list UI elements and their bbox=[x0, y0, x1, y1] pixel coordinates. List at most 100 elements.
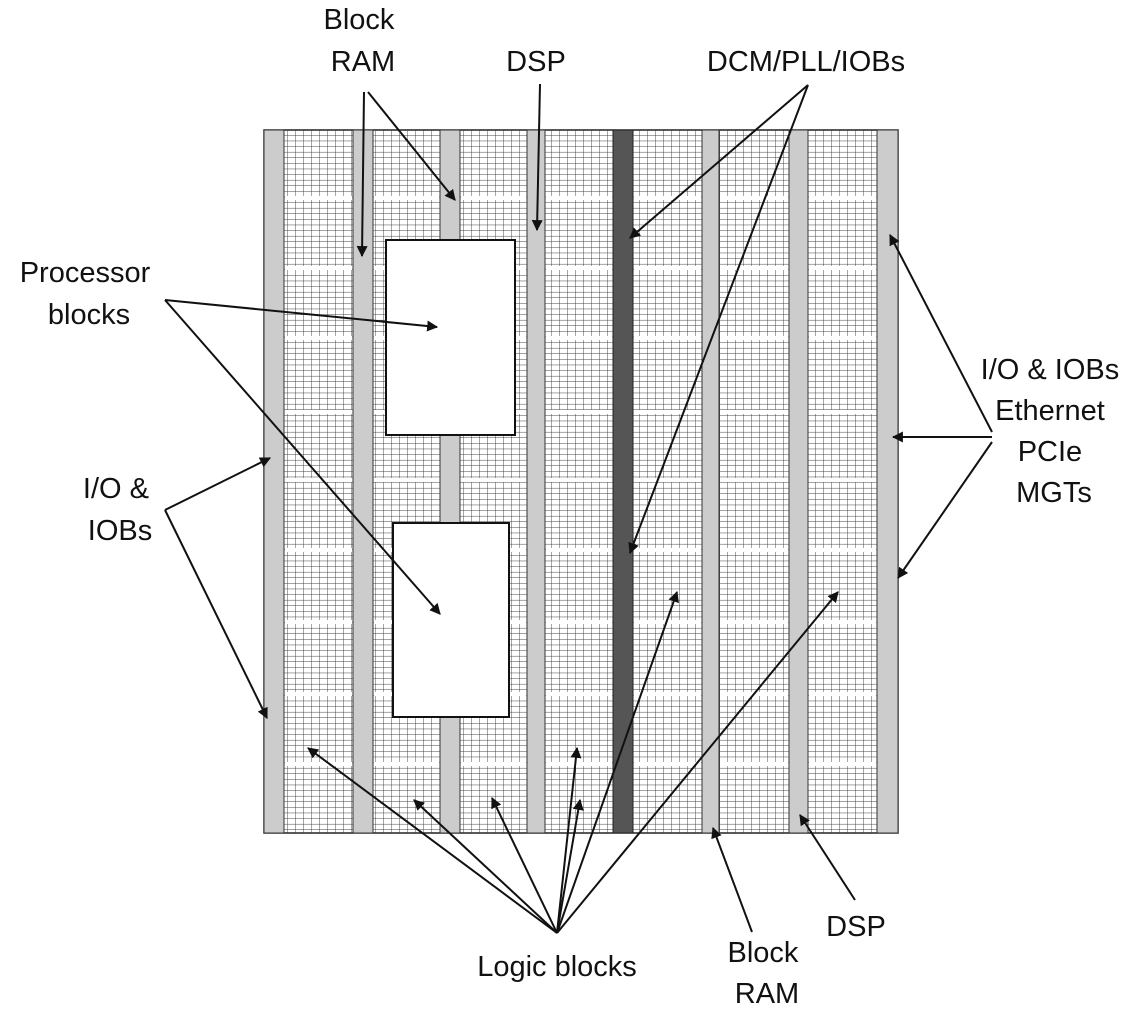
tile-gap bbox=[546, 762, 612, 766]
arrow-logic-to-tile-4 bbox=[556, 746, 582, 934]
label-io-iobs-left-line-2: IOBs bbox=[88, 515, 152, 547]
tile-gap bbox=[634, 762, 701, 766]
label-block-ram-top-line-1: Block bbox=[324, 4, 395, 36]
processor-block-2 bbox=[392, 522, 510, 718]
tile-gap bbox=[546, 196, 612, 200]
tile-gap bbox=[634, 266, 701, 270]
tile-gap bbox=[285, 266, 352, 270]
tile-gap bbox=[461, 196, 526, 200]
block-ram-column-3 bbox=[701, 129, 720, 834]
label-io-iobs-left-line-1: I/O & bbox=[83, 473, 149, 505]
tile-gap bbox=[809, 620, 876, 624]
arrow-block-ram-to-column-1 bbox=[356, 91, 368, 258]
tile-gap bbox=[720, 478, 788, 482]
tile-gap bbox=[285, 478, 352, 482]
arrow-io-right-bottom bbox=[897, 441, 993, 579]
label-logic-blocks: Logic blocks bbox=[477, 951, 637, 983]
tile-gap bbox=[809, 336, 876, 340]
tile-gap bbox=[461, 762, 526, 766]
label-io-iobs-left: I/O & IOBs bbox=[83, 473, 157, 547]
tile-gap bbox=[720, 762, 788, 766]
tile-gap bbox=[809, 266, 876, 270]
arrow-dsp-bottom bbox=[799, 814, 856, 901]
label-processor-blocks-line-1: Processor bbox=[20, 257, 151, 289]
label-dsp-bottom: DSP bbox=[826, 911, 886, 943]
tile-gap bbox=[720, 196, 788, 200]
label-dsp-top: DSP bbox=[506, 46, 566, 78]
tile-gap bbox=[285, 336, 352, 340]
callout-arrows bbox=[164, 83, 993, 934]
tile-gap bbox=[285, 196, 352, 200]
tile-gap bbox=[720, 548, 788, 552]
tile-gap bbox=[809, 196, 876, 200]
tile-gap bbox=[546, 266, 612, 270]
tile-gap bbox=[809, 762, 876, 766]
io-column-right bbox=[876, 129, 899, 834]
label-io-iobs-right-line-3: PCIe bbox=[1018, 436, 1082, 468]
tile-gap bbox=[720, 266, 788, 270]
tile-gap bbox=[720, 336, 788, 340]
tile-gap bbox=[461, 478, 526, 482]
arrow-logic-to-tile-6 bbox=[556, 590, 679, 934]
tile-gap bbox=[546, 692, 612, 696]
label-dcm-pll-iobs: DCM/PLL/IOBs bbox=[707, 46, 905, 78]
tile-gap bbox=[634, 336, 701, 340]
tile-gap bbox=[374, 762, 439, 766]
dsp-column-1 bbox=[526, 129, 546, 834]
tile-gap bbox=[546, 620, 612, 624]
tile-gap bbox=[285, 692, 352, 696]
arrow-io-right-top bbox=[889, 234, 993, 433]
arrow-logic-to-tile-5 bbox=[556, 798, 584, 934]
arrow-logic-to-tile-3 bbox=[491, 797, 558, 934]
tile-gap bbox=[634, 548, 701, 552]
label-io-iobs-right-line-2: Ethernet bbox=[995, 395, 1105, 427]
block-ram-column-2 bbox=[439, 129, 461, 834]
arrow-dsp-top bbox=[531, 83, 543, 232]
arrow-logic-to-tile-7 bbox=[556, 591, 839, 934]
tile-gap bbox=[285, 410, 352, 414]
arrow-dcm-to-lower-column bbox=[628, 84, 809, 555]
tile-gap bbox=[285, 620, 352, 624]
tile-gap bbox=[720, 410, 788, 414]
arrow-processor-to-block-1 bbox=[164, 299, 439, 332]
label-processor-blocks-line-2: blocks bbox=[48, 299, 130, 331]
label-processor-blocks: Processor blocks bbox=[20, 257, 159, 331]
diagram-labels: Block RAM DSP DCM/PLL/IOBs Processor blo… bbox=[20, 4, 1128, 1010]
io-column-left bbox=[263, 129, 285, 834]
label-block-ram-bottom: Block RAM bbox=[728, 937, 807, 1010]
dcm-pll-clock-column bbox=[612, 129, 634, 834]
tile-gap bbox=[374, 478, 439, 482]
arrow-logic-to-tile-1 bbox=[307, 747, 558, 934]
tile-gap bbox=[634, 692, 701, 696]
tile-gap bbox=[809, 692, 876, 696]
tile-gap bbox=[546, 478, 612, 482]
tile-gap bbox=[809, 410, 876, 414]
dsp-column-2 bbox=[788, 129, 809, 834]
resource-columns bbox=[263, 129, 899, 834]
arrow-processor-to-block-2 bbox=[164, 299, 441, 615]
tile-gap bbox=[546, 410, 612, 414]
arrow-io-left-upper bbox=[164, 457, 271, 511]
label-block-ram-top: Block RAM bbox=[324, 4, 403, 78]
tile-gap bbox=[546, 548, 612, 552]
label-io-iobs-right: I/O & IOBs Ethernet PCIe MGTs bbox=[981, 354, 1128, 509]
processor-block-1 bbox=[385, 239, 516, 436]
tile-gap bbox=[809, 548, 876, 552]
tile-gap bbox=[285, 762, 352, 766]
label-io-iobs-right-line-4: MGTs bbox=[1016, 477, 1092, 509]
tile-gap bbox=[634, 196, 701, 200]
tile-gap bbox=[285, 548, 352, 552]
label-io-iobs-right-line-1: I/O & IOBs bbox=[981, 354, 1120, 386]
tile-gap bbox=[809, 478, 876, 482]
arrow-logic-to-tile-2 bbox=[413, 799, 558, 934]
arrow-io-left-lower bbox=[164, 509, 268, 719]
tile-gap bbox=[634, 410, 701, 414]
label-block-ram-bottom-line-1: Block bbox=[728, 937, 799, 969]
tile-gap bbox=[720, 620, 788, 624]
arrow-dcm-to-upper-column bbox=[629, 84, 809, 239]
tile-gap bbox=[634, 478, 701, 482]
label-block-ram-bottom-line-2: RAM bbox=[735, 978, 799, 1010]
tile-gap bbox=[374, 196, 439, 200]
label-block-ram-top-line-2: RAM bbox=[331, 46, 395, 78]
